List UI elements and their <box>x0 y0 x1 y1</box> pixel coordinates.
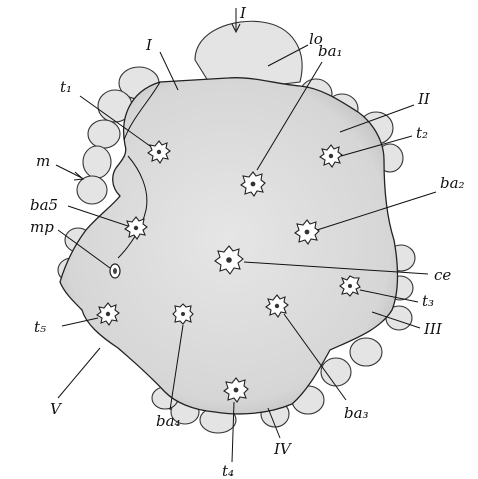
label-ba2: ba₂ <box>440 174 465 192</box>
label-II: II <box>417 90 431 108</box>
label-ba5: ba5 <box>30 196 58 214</box>
label-ba1: ba₁ <box>318 42 343 60</box>
label-t3: t₃ <box>422 292 434 310</box>
label-t2: t₂ <box>416 124 428 142</box>
madreporic-pore-center <box>113 268 117 274</box>
plate-t3 <box>340 276 360 296</box>
label-t1: t₁ <box>60 78 72 96</box>
leader-m <box>56 165 82 178</box>
label-I: I <box>145 36 153 54</box>
label-ba3: ba₃ <box>344 404 369 422</box>
label-t5: t₅ <box>34 318 46 336</box>
label-III: III <box>423 320 443 338</box>
label-m: m <box>36 152 50 170</box>
label-t4: t₄ <box>222 462 234 479</box>
label-mp: mp <box>30 218 54 236</box>
label-ba4: ba₄ <box>156 412 181 430</box>
label-V: V <box>50 400 63 418</box>
plate-ba4 <box>173 304 193 324</box>
leader-V <box>58 348 100 398</box>
label-I-top: I <box>239 4 247 22</box>
label-ce: ce <box>434 266 451 284</box>
label-IV: IV <box>273 440 293 458</box>
